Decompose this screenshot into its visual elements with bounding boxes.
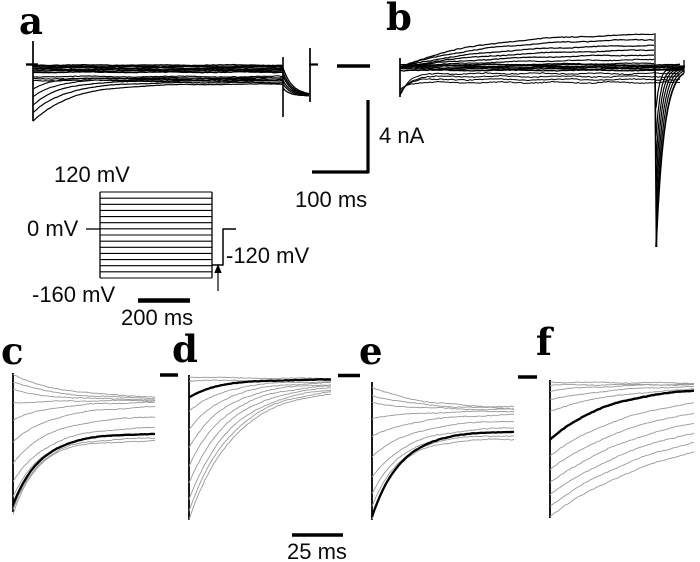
panel-f-exp-trace [549,423,695,483]
voltage-hold-label: 0 mV [27,216,79,241]
panel-c-exp-trace [12,388,156,401]
panel-label-e: e [359,329,383,373]
panel-f-exp-trace [549,432,695,496]
panel-a-exp-trace [282,79,310,96]
panel-label-a: a [19,0,43,43]
panel-f-exp-trace [549,412,695,471]
panel-b-exp-trace [655,67,685,162]
panel-a-flat-trace [32,75,284,78]
panel-c-exp-trace [12,401,156,421]
panel-b-exp-trace [399,72,681,96]
panel-label-b: b [386,0,412,39]
panel-a-exp-trace [282,71,310,95]
panel-e-exp-trace [370,430,515,518]
panel-e-exp-trace [371,438,515,520]
panel-d-exp-trace [188,387,332,484]
panel-e-exp-trace [371,386,515,408]
panel-c-exp-trace [12,373,156,398]
panel-a-flat-trace [32,79,284,82]
panel-e-exp-trace [371,402,515,411]
panel-a-exp-trace [282,87,310,97]
panel-b-exp-trace [655,68,685,208]
panel-b-flat-trace [399,67,681,71]
arrow-head [214,264,222,273]
panel-c-exp-trace [12,439,156,515]
panel-f-exp-trace [549,383,695,392]
panel-c-exp-trace [12,399,156,404]
panel-b-exp-trace [655,66,685,109]
panel-b-flat-trace [399,66,681,69]
panel-a-exp-trace [32,83,284,122]
panel-b-exp-trace [399,44,655,68]
panel-b-exp-trace [399,54,655,68]
panel-protocol-path [212,228,236,266]
panel-f-exp-trace [549,389,695,441]
panel-f-exp-trace [549,381,695,385]
panel-f-exp-trace [549,385,695,400]
panel-d-exp-trace [188,385,332,467]
panel-c-exp-trace [12,381,156,400]
panel-d-exp-trace [188,393,332,521]
panel-a-flat-trace [32,66,284,70]
panel-e-exp-trace [371,410,515,420]
panel-d-exp-trace [188,376,332,380]
panel-b-exp-trace [399,74,681,96]
panel-e-exp-trace [371,427,515,478]
time-scale-protocol-label: 200 ms [121,305,194,330]
panel-b-exp-trace [399,49,655,68]
panel-d-exp-trace [188,384,332,448]
panel-label-d: d [172,327,198,371]
panel-b-exp-trace [399,80,681,91]
panel-scalebar_ab-path [312,100,370,174]
current-scale-label: 4 nA [379,123,425,148]
panel-b-exp-trace [655,68,685,186]
panel-b-exp-trace [655,70,685,228]
panel-d-exp-trace [188,381,332,412]
panel-a-exp-trace [32,81,284,114]
panel-a-flat-trace [32,69,284,73]
panel-d-exp-trace [188,378,332,399]
panel-b-exp-trace [399,33,655,68]
panel-e-exp-trace [371,435,515,507]
panel-a-flat-trace [32,67,284,71]
time-scale-ab-label: 100 ms [295,187,368,212]
panel-b-exp-trace [399,38,655,68]
panel-d-exp-trace [188,391,332,512]
panel-a-exp-trace [32,76,284,90]
panel-b-flat-trace [399,63,681,67]
voltage-min-label: -160 mV [32,282,116,307]
panel-f-exp-trace [549,441,695,507]
panel-e-exp-trace [371,395,515,410]
panel-b-flat-trace [399,69,681,72]
panel-a-exp-trace [32,80,284,106]
panel-c-exp-trace [12,437,156,510]
panel-b-flat-trace [399,64,681,68]
panel-b-exp-trace [655,72,685,247]
time-scale-tails-label: 25 ms [287,539,347,562]
panel-a-exp-trace [32,78,284,98]
panel-a-flat-trace [32,70,284,74]
panel-e-exp-trace [371,413,515,438]
panel-a-exp-trace [282,83,310,96]
panel-d-exp-trace [188,389,332,500]
panel-b-exp-trace [399,78,681,95]
panel-c-exp-trace [12,405,156,443]
panel-c-exp-trace [11,432,156,506]
panel-d-exp-trace [188,381,332,430]
voltage-max-label: 120 mV [54,162,130,187]
panel-a-flat-trace [32,65,284,68]
panel-f-exp-trace [549,388,695,412]
voltage-tail-label: -120 mV [226,243,310,268]
panel-c-exp-trace [12,416,156,464]
panel-f-exp-trace [549,383,695,386]
panel-c-exp-trace [12,426,156,482]
panel-a-flat-trace [32,63,284,67]
panel-f-exp-trace [549,402,695,457]
panel-f-exp-trace [549,451,695,518]
panel-e-exp-trace [371,421,515,458]
panel-label-f: f [536,320,552,364]
panel-label-c: c [1,329,24,373]
